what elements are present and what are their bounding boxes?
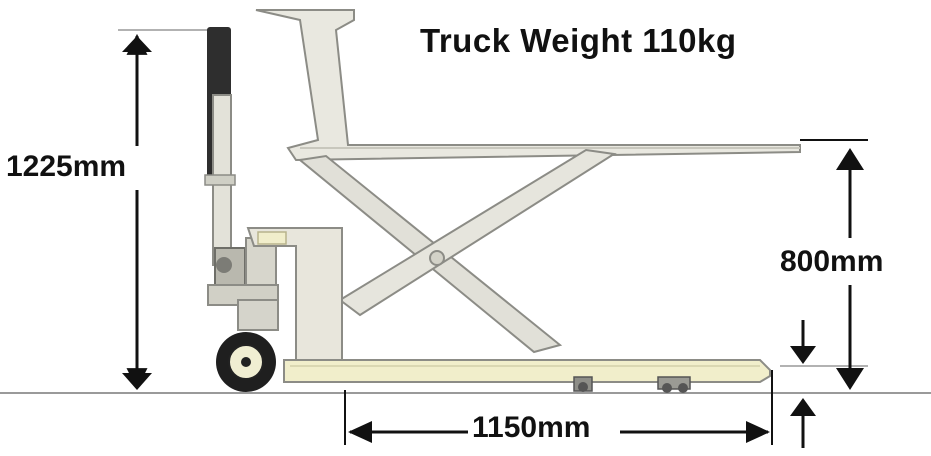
dimension-fork-length	[348, 421, 770, 443]
fork-base	[283, 359, 771, 383]
scissor-arms	[297, 148, 617, 354]
dimension-overall-height	[122, 33, 152, 390]
steer-wheel	[216, 299, 279, 392]
load-rollers	[573, 376, 691, 393]
lift-platform	[255, 9, 801, 162]
dimension-fork-height	[790, 320, 816, 448]
fork-length-label: 1150mm	[470, 411, 593, 444]
overall-height-label: 1225mm	[6, 150, 127, 183]
lift-height-label: 800mm	[780, 245, 884, 278]
page-title: Truck Weight 110kg	[420, 22, 737, 59]
pump-unit	[207, 237, 279, 309]
dimension-lift-height	[836, 148, 864, 390]
handle	[204, 27, 236, 266]
